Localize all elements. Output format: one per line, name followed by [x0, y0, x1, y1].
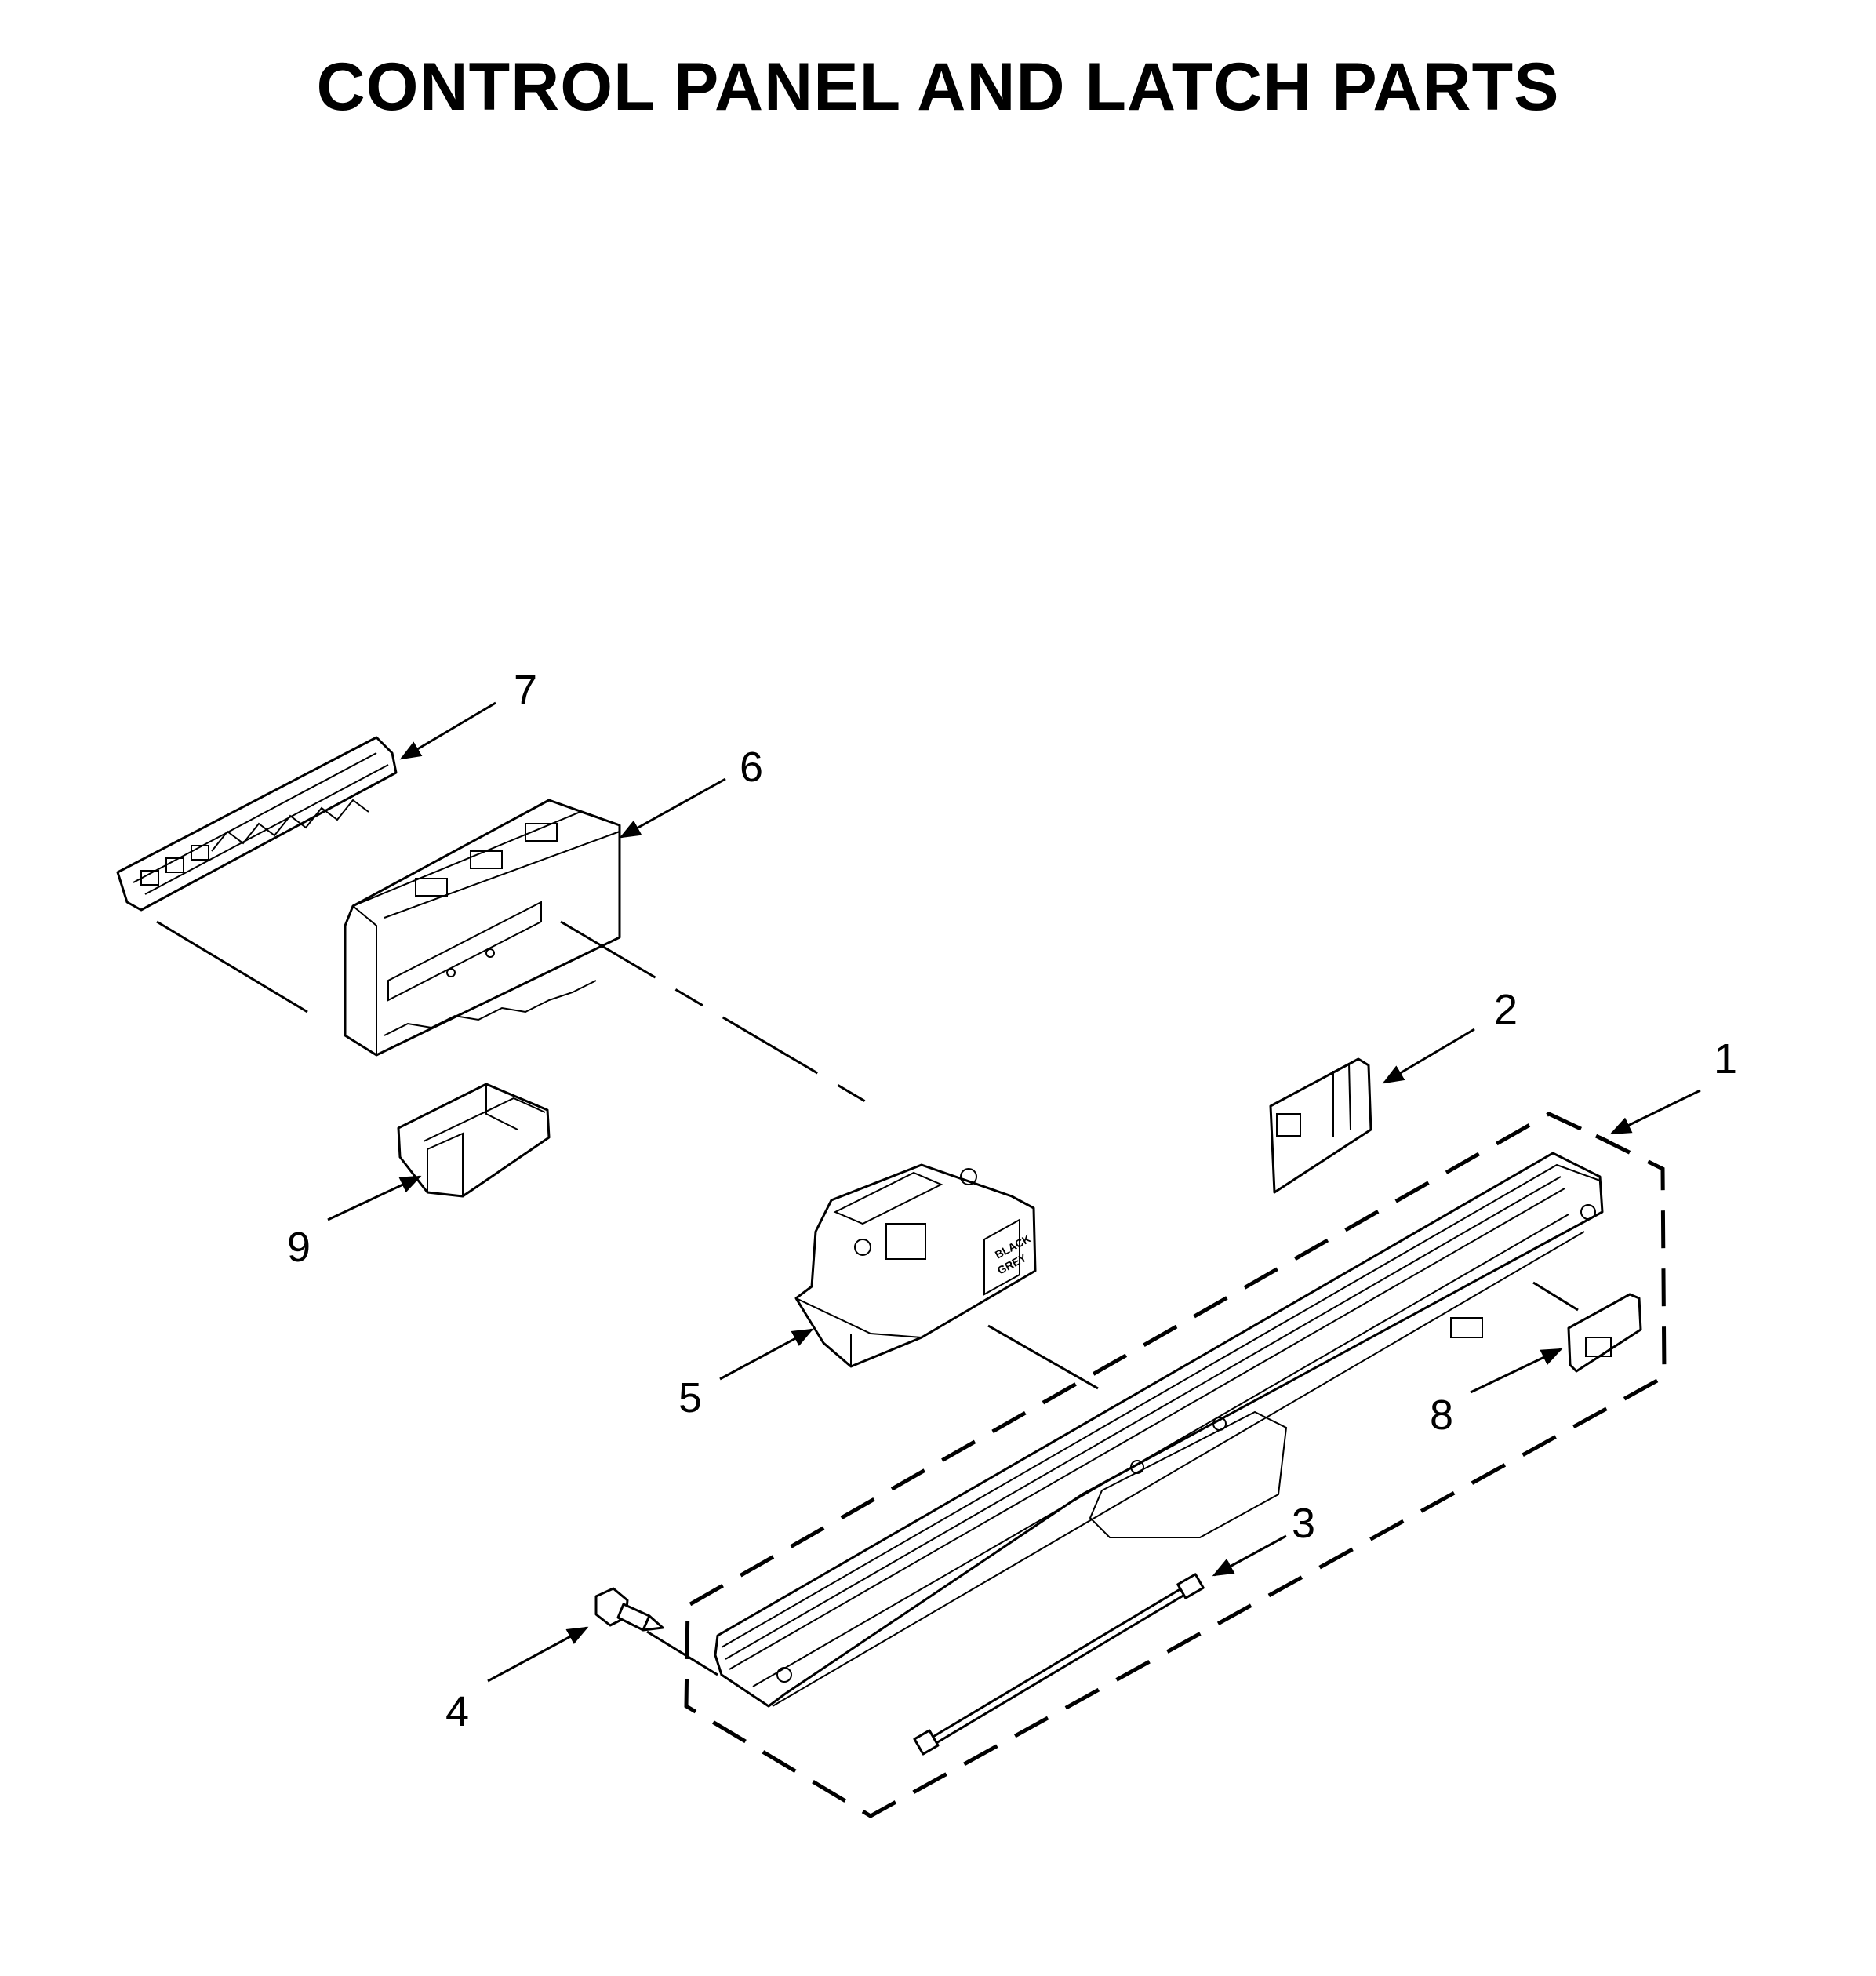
part-9-bracket[interactable] [397, 1083, 551, 1198]
part-4-screw[interactable] [594, 1587, 664, 1632]
callout-7: 7 [514, 667, 537, 714]
callout-3: 3 [1292, 1500, 1315, 1547]
callout-arrows [327, 701, 1701, 1683]
part-3-wire-harness[interactable] [913, 1573, 1205, 1756]
part-6-control-housing[interactable] [344, 799, 621, 1057]
part-2-panel[interactable] [1269, 1057, 1372, 1194]
callout-labels: 1 2 3 4 5 6 7 8 9 [287, 667, 1737, 1735]
part-8-board[interactable] [1567, 1293, 1642, 1373]
part-5-latch[interactable]: BLACK GREY [794, 1163, 1037, 1368]
callout-1: 1 [1714, 1035, 1737, 1083]
callout-2: 2 [1494, 986, 1518, 1033]
callout-4: 4 [445, 1688, 469, 1735]
callout-9: 9 [287, 1224, 311, 1271]
part-7-bracket[interactable] [116, 736, 398, 912]
diagram-title: CONTROL PANEL AND LATCH PARTS [316, 49, 1560, 125]
callout-5: 5 [678, 1374, 702, 1421]
part-1-control-panel[interactable] [714, 1152, 1604, 1708]
callout-6: 6 [740, 744, 763, 791]
callout-8: 8 [1430, 1392, 1453, 1439]
assembly-boundary [684, 1112, 1667, 1818]
alignment-lines [156, 920, 1579, 1676]
